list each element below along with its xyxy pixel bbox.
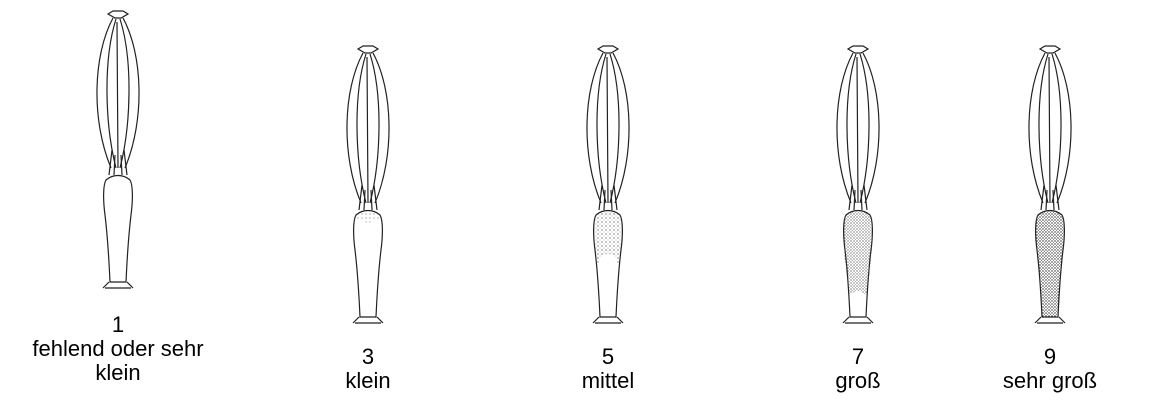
flower-drawing-3 — [333, 45, 403, 335]
flower-drawing-9 — [1015, 45, 1085, 335]
stage-number-3: 3 — [258, 345, 478, 369]
flower-drawing-5 — [573, 45, 643, 335]
stage-number-1: 1 — [8, 313, 228, 337]
caption-7: 7 groß — [748, 345, 968, 393]
stage-label-5: mittel — [498, 369, 718, 393]
stage-number-7: 7 — [748, 345, 968, 369]
flower-drawing-7 — [823, 45, 893, 335]
stage-label-7: groß — [748, 369, 968, 393]
caption-5: 5 mittel — [498, 345, 718, 393]
stage-number-9: 9 — [940, 345, 1160, 369]
illustration-7: 7 groß — [748, 0, 968, 403]
illustration-3: 3 klein — [258, 0, 478, 403]
illustration-9: 9 sehr groß — [940, 0, 1160, 403]
stage-label-1-line1: fehlend oder sehr — [8, 337, 228, 361]
stage-label-9: sehr groß — [940, 369, 1160, 393]
stage-label-3: klein — [258, 369, 478, 393]
illustration-5: 5 mittel — [498, 0, 718, 403]
flower-drawing-1 — [83, 10, 153, 300]
illustration-1: 1 fehlend oder sehr klein — [8, 0, 228, 403]
caption-9: 9 sehr groß — [940, 345, 1160, 393]
caption-3: 3 klein — [258, 345, 478, 393]
caption-1: 1 fehlend oder sehr klein — [8, 313, 228, 385]
stage-label-1-line2: klein — [8, 361, 228, 385]
stage-number-5: 5 — [498, 345, 718, 369]
